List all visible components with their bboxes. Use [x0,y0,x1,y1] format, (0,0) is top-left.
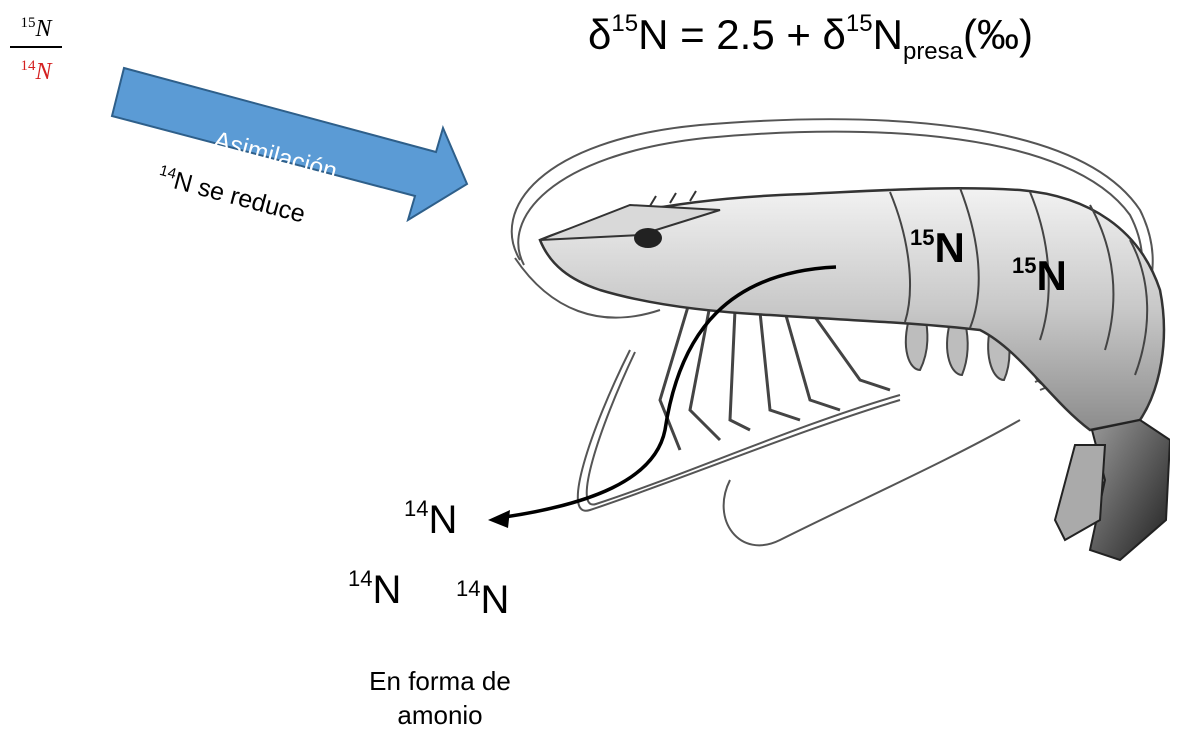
caption-line: amonio [340,698,540,732]
fraction-bar [10,46,62,48]
shrimp-eye [634,228,662,248]
ratio-numerator: 15N [10,8,62,44]
ratio-denominator: 14N [10,51,62,87]
excretion-arrowhead [488,510,510,528]
shrimp-illustration [480,100,1170,580]
body-isotope: 15N [910,224,965,272]
isotope-ratio: 15N 14N [10,8,62,87]
body-isotope: 15N [1012,252,1067,300]
ammonium-caption: En forma de amonio [340,664,540,732]
excreted-isotope: 14N [456,576,509,623]
equation: δ15N = 2.5 + δ15Npresa(‰) [588,10,1033,66]
excreted-isotope: 14N [348,566,401,613]
excreted-isotope: 14N [404,496,457,543]
caption-line: En forma de [340,664,540,698]
